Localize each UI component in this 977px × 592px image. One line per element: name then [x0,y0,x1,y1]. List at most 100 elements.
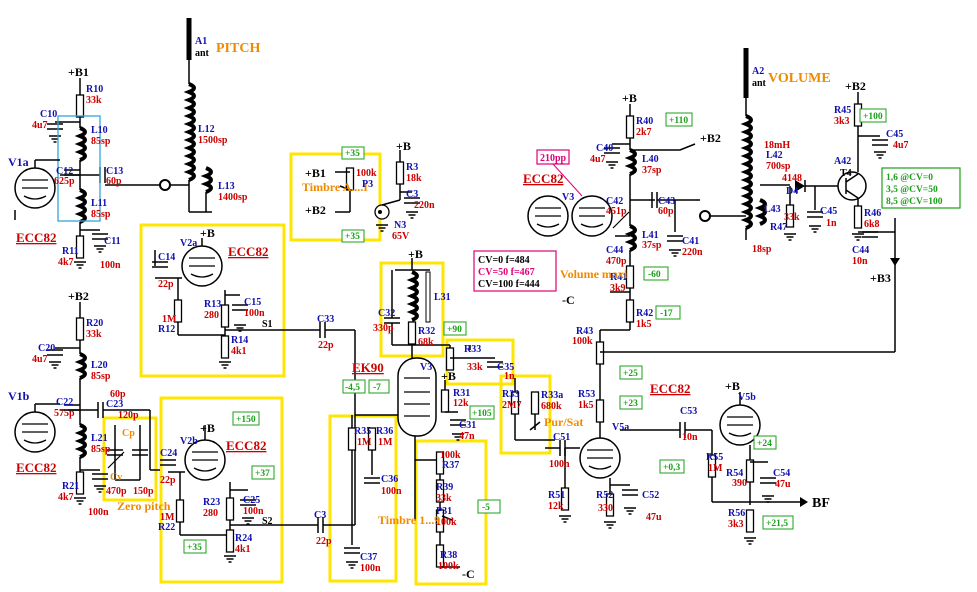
c41-val: 220n [682,247,703,258]
r47-val: 33k [784,212,800,223]
r21-ref: R21 [62,481,79,492]
rail-b1: +B1 [68,65,89,79]
c45a-ref: C45 [820,206,837,217]
v35-bot-tag: +35 [345,232,360,242]
v1b-ref: V1b [8,389,30,403]
c210-tag: 210pp [536,149,583,197]
n3-ref: N3 [394,220,406,231]
c54-ref: C54 [773,468,790,479]
r13-ref: R13 [204,299,221,310]
c43-ref: C43 [658,196,675,207]
ek90-stage [343,258,504,569]
r32-val: 68k [418,337,434,348]
c54-val: 47u [775,479,791,490]
cv-val: 470p [106,486,127,497]
l43-ref: L43 [764,204,781,215]
vol-b2: +B2 [700,131,721,145]
l42-turns: 700sp [766,161,791,172]
r33-val: 33k [467,362,483,373]
v17-tag: -17 [660,309,673,319]
l13-val: 1400sp [218,192,248,203]
s1-label: S1 [262,319,273,330]
r10-val: 33k [86,95,102,106]
c3x-ref: C3 [314,510,326,521]
v2b-ref: V2b [180,436,198,447]
r42-val: 1k5 [636,319,652,330]
c3-ref: C3 [406,189,418,200]
rail-b-v2b: +B [200,421,215,435]
l10-ref: L10 [91,125,108,136]
r13-val: 280 [204,310,219,321]
l12-ref: L12 [198,124,215,135]
c53-ref: C53 [680,406,697,417]
c44-val: 470p [606,256,627,267]
l11-ref: L11 [91,198,107,209]
c43-val: 60p [658,206,674,217]
r55-ref: R55 [706,452,723,463]
a42-ref: A42 [834,156,851,167]
c35-val: 1n [504,371,515,382]
svg-text:210pp: 210pp [540,153,567,164]
c23b-val: 120p [118,410,139,421]
d4-ref: D4 [786,186,798,197]
r32-ref: R32 [418,326,435,337]
c45-ref: C45 [886,129,903,140]
v3b-ref: V3 [562,192,574,203]
c33-ref: C33 [317,314,334,325]
v35-top-tag: +35 [345,149,360,159]
r43-val: 100k [572,336,593,347]
r33a-ref: R33a [541,390,563,401]
v25-tag: +25 [623,369,638,379]
pursat-block [510,378,555,441]
labels: A1 ant PITCH A2 ant VOLUME +B1 +B2 +B +B… [8,36,909,581]
c36-val: 100n [381,486,402,497]
l40-val: 37sp [642,165,662,176]
p31-ref: P31 [436,506,452,517]
c10-ref: C10 [40,109,57,120]
v3-ref: V3 [420,362,432,373]
a1-ref: A1 [195,36,207,47]
r33b-val: 2M7 [502,400,521,411]
l11-val: 85sp [91,209,111,220]
timbre-ai-label: Timbre A....I [302,180,368,194]
c20-ref: C20 [38,343,55,354]
l12-val: 1500sp [198,135,228,146]
c51-ref: C51 [553,432,570,443]
r11-val: 4k7 [58,257,74,268]
c11-val: 100n [100,260,121,271]
v100-tag: +100 [863,112,883,122]
r37-val: 100k [440,450,461,461]
v35-mixer-tag: +35 [187,543,202,553]
rail-b-ek90: +B [408,247,423,261]
pursat-label: Pur/Sat [544,415,583,429]
c15-ref: C15 [244,297,261,308]
l20-val: 85sp [91,371,111,382]
c21-val: 100n [88,507,109,518]
l13-ref: L13 [218,181,235,192]
c33-val: 22p [318,340,334,351]
v3b-type: ECC82 [523,171,563,186]
r56-val: 3k3 [728,519,744,530]
c44b-val: 10n [852,256,868,267]
v45-tag: -4,5 [345,383,360,393]
zero-pitch-label: Zero pitch [117,499,171,513]
r39-val: 33k [436,493,452,504]
r24-val: 4k1 [235,544,251,555]
cv-label: Cv [110,472,122,483]
t4-label: T4 [840,168,852,179]
v23-tag: +23 [623,399,638,409]
v90-tag: +90 [447,325,462,335]
v3-type: EK90 [352,360,384,375]
l21-val: 85sp [91,444,111,455]
r38-val: 100k [438,561,459,572]
s2-label: S2 [262,516,273,527]
v215-tag: +21,5 [766,519,788,529]
c36-ref: C36 [381,474,398,485]
r40-ref: R40 [636,116,653,127]
bf-output-label: BF [812,496,830,511]
c25-ref: C25 [243,495,260,506]
r43-ref: R43 [576,326,593,337]
c40-val: 4u7 [590,154,606,165]
rail-c-ek90: -C [462,567,475,581]
l43-val: 18sp [752,244,772,255]
